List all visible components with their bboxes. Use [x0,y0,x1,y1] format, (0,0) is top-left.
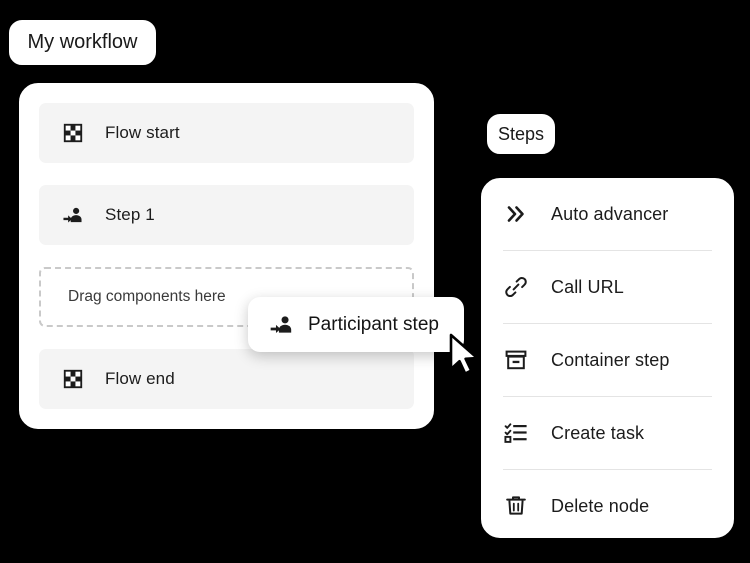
workflow-node-flow-end-label: Flow end [105,369,175,388]
tab-my-workflow[interactable]: My workflow [6,17,159,68]
participant-step-icon [60,202,86,228]
step-item-call-url[interactable]: Call URL [503,251,712,324]
double-chevron-right-icon [503,201,529,227]
step-item-container-step[interactable]: Container step [503,324,712,397]
workflow-node-flow-start[interactable]: Flow start [39,103,414,163]
archive-box-icon [503,347,529,373]
step-item-container-step-label: Container step [551,349,670,370]
drag-preview-participant-step[interactable]: Participant step [248,297,464,352]
step-item-auto-advancer[interactable]: Auto advancer [503,178,712,251]
workflow-card: Flow start Step 1 Drag components here [16,80,437,432]
tab-steps-label: Steps [497,123,545,144]
workflow-node-flow-end[interactable]: Flow end [39,349,414,409]
tab-my-workflow-label: My workflow [27,31,138,53]
checkered-flag-icon [60,120,86,146]
checkered-flag-icon [60,366,86,392]
step-item-call-url-label: Call URL [551,276,624,297]
drop-zone-label: Drag components here [68,288,226,305]
link-chain-icon [503,274,529,300]
step-item-delete-node[interactable]: Delete node [503,470,712,542]
step-item-auto-advancer-label: Auto advancer [551,203,669,224]
workflow-node-step-1[interactable]: Step 1 [39,185,414,245]
checklist-icon [503,420,529,446]
workflow-node-step-1-label: Step 1 [105,205,155,224]
step-item-delete-node-label: Delete node [551,495,650,516]
drag-preview-label: Participant step [308,313,439,335]
trash-icon [503,493,529,519]
tab-steps[interactable]: Steps [484,111,558,157]
participant-step-icon [268,312,294,338]
steps-panel: Auto advancer Call URL Container ste [478,175,737,541]
step-item-create-task[interactable]: Create task [503,397,712,470]
step-item-create-task-label: Create task [551,422,645,443]
workflow-node-flow-start-label: Flow start [105,123,180,142]
